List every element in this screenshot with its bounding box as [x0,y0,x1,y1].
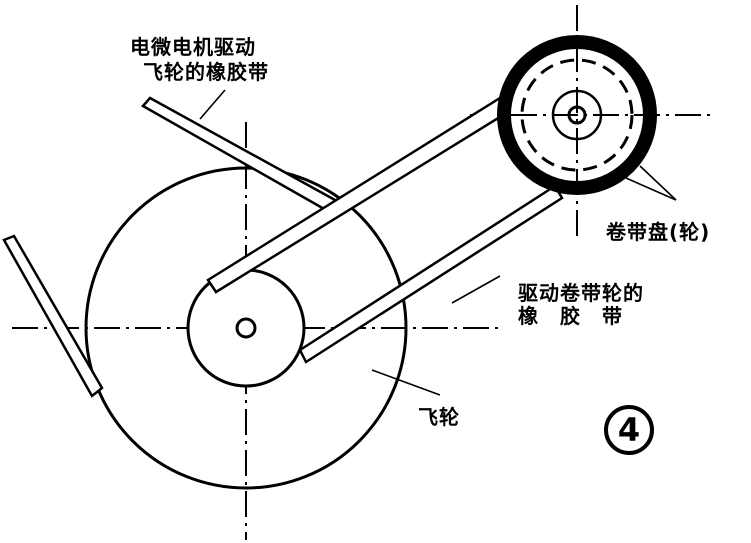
reel-inner-dashed [520,58,634,172]
reel-hub [551,89,603,141]
flywheel [84,166,408,490]
reel-belt-lower [298,184,564,364]
label-drive-belt-line2: 橡 胶 带 [518,304,623,328]
figure-number-badge: 4 [604,405,654,455]
label-motor-belt-line2: 飞轮的橡胶带 [143,60,269,84]
label-motor-belt-line1: 电微电机驱动 [130,35,256,59]
label-drive-belt-line1: 驱动卷带轮的 [518,281,644,305]
leader-motor-belt [199,89,226,120]
reel-axle [567,105,587,125]
leader-reel-1 [625,177,677,201]
leader-flywheel [371,369,441,396]
leader-drive-belt [451,275,501,304]
label-reel: 卷带盘(轮) [606,220,711,244]
reel-outer-rim [497,35,657,195]
hub-axle [235,317,257,339]
label-flywheel: 飞轮 [418,405,460,429]
leader-reel-2 [639,165,677,201]
motor-belt-left [2,234,104,398]
motor-belt-top [141,96,337,212]
